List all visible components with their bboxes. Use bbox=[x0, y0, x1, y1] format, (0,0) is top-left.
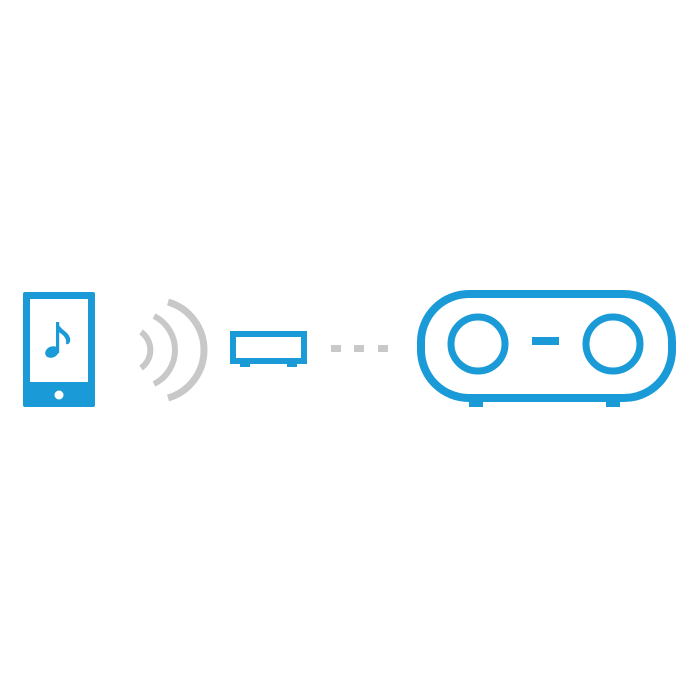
speaker-body bbox=[417, 290, 676, 402]
speaker-foot-right bbox=[606, 396, 620, 407]
connector-dot-1 bbox=[331, 345, 341, 352]
speaker-foot-left bbox=[469, 396, 483, 407]
signal-wave-2 bbox=[152, 313, 178, 387]
music-note-icon bbox=[45, 322, 71, 358]
speaker-display-bar bbox=[532, 337, 559, 345]
receiver-foot-left bbox=[240, 361, 250, 367]
receiver-foot-right bbox=[287, 361, 297, 367]
stereo-speaker-icon bbox=[417, 290, 676, 407]
receiver-body bbox=[230, 331, 307, 364]
speaker-left-driver bbox=[447, 313, 509, 375]
connector-dot-3 bbox=[378, 345, 388, 352]
phone-home-button bbox=[54, 390, 64, 400]
bluetooth-receiver-icon bbox=[230, 331, 307, 367]
speaker-right-driver bbox=[582, 313, 644, 375]
signal-wave-3 bbox=[166, 298, 208, 402]
dotted-connection-icon bbox=[331, 345, 388, 352]
wireless-signal-icon bbox=[139, 298, 208, 402]
signal-wave-1 bbox=[139, 329, 154, 371]
connector-dot-2 bbox=[354, 345, 364, 352]
smartphone-music-icon bbox=[23, 292, 95, 407]
